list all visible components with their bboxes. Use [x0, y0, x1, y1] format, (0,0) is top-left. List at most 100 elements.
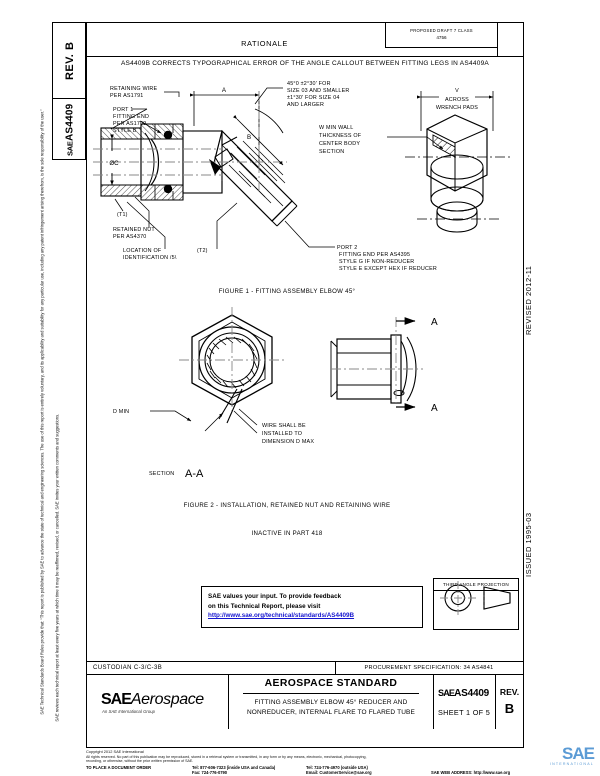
dim-a-label: A: [222, 87, 227, 94]
sae-aerospace-text: Aerospace: [130, 691, 204, 708]
callout-w-l1: W MIN WALL: [319, 125, 353, 131]
dimension-b: [233, 115, 284, 166]
callout-port2-l2: FITTING END PER AS4395: [339, 252, 410, 258]
callout-w-l4: SECTION: [319, 149, 344, 155]
callout-v-l1: V: [455, 88, 459, 94]
document-number-cell: SAEAS4409 SHEET 1 OF 5: [434, 675, 496, 729]
callout-port1-l1: PORT 1: [113, 107, 133, 113]
fax-number: Fax: 724-776-0790: [192, 770, 228, 776]
document-number: SAEAS4409: [438, 688, 489, 699]
callout-port2-l1: PORT 2: [337, 245, 357, 251]
third-angle-projection-symbol: [440, 581, 511, 615]
custodian-label: CUSTODIAN C-3/C-3B: [93, 665, 163, 671]
third-angle-projection-box: THIRD ANGLE PROJECTION: [433, 578, 519, 630]
issued-date: ISSUED 1995-03: [524, 430, 544, 660]
callout-angle-l1: 45°0 ±2°30' FOR: [287, 81, 331, 87]
callout-retained-nut-l1: RETAINED NUT: [113, 227, 155, 233]
section-value: A-A: [185, 468, 204, 480]
dia-c-label: ØC: [109, 160, 119, 167]
callout-angle-l4: AND LARGER: [287, 102, 324, 108]
dim-b-label: B: [247, 134, 251, 141]
web-address-url: http://www.sae.org: [473, 770, 511, 776]
feedback-box: SAE values your input. To provide feedba…: [201, 586, 423, 628]
callout-port1-l2: FITTING END: [113, 114, 149, 120]
form-code-line2: 4756: [436, 35, 447, 40]
callout-retaining-wire-l1: RETAINING WIRE: [110, 86, 158, 92]
form-code-box: PROPOSED DRAFT 7 CLASS 4756: [385, 23, 497, 48]
callout-retaining-wire-l2: PER AS1791: [110, 93, 143, 99]
feedback-link[interactable]: http://www.sae.org/technical/standards/A…: [208, 612, 355, 619]
sae-watermark-subtitle: INTERNATIONAL: [549, 762, 594, 766]
section-arrow-bottom: A: [431, 403, 438, 414]
revision-cell: REV. B: [496, 675, 523, 729]
document-number-value: AS4409: [454, 688, 490, 699]
revision-tab-label: REV.: [64, 53, 76, 81]
dimension-a: [190, 91, 260, 166]
order-label: TO PLACE A DOCUMENT ORDER: [86, 764, 152, 770]
revision-tab: REV. B: [52, 22, 86, 98]
standard-description-line-1: FITTING ASSEMBLY ELBOW 45° REDUCER AND: [254, 699, 408, 706]
callout-d-min: D MIN: [113, 409, 129, 415]
legal-notice-column: SAE Technical Standards Board Rules prov…: [30, 22, 59, 748]
callout-location-id-l2: IDENTIFICATION /5\: [123, 255, 177, 261]
title-rule: [243, 693, 419, 694]
end-view-hex: V ACROSS WRENCH PADS: [387, 88, 511, 233]
side-view: [330, 317, 423, 411]
callout-angle-l2: SIZE 03 AND SMALLER: [287, 88, 350, 94]
title-block: SAEAerospace An SAE International Group …: [87, 675, 523, 729]
figure-2-group: D MIN WIRE SHALL BE INSTALLED TO DIMENSI…: [113, 307, 438, 537]
date-column: REVISED 2012-11 ISSUED 1995-03: [524, 180, 544, 660]
sheet-number: SHEET 1 OF 5: [438, 708, 491, 717]
drawing-frame: RATIONALE PROPOSED DRAFT 7 CLASS 4756 AS…: [86, 22, 524, 748]
copyright-footer: Copyright 2012 SAE International All rig…: [86, 749, 524, 775]
callout-wire-note-l3: DIMENSION D MAX: [262, 439, 314, 445]
callout-t1: (T1): [117, 212, 128, 218]
section-label: SECTION: [149, 471, 174, 477]
custodian-row: CUSTODIAN C-3/C-3B PROCUREMENT SPECIFICA…: [87, 661, 523, 675]
callout-port1-l4: STYLE B: [113, 128, 137, 134]
callout-wire-note-l1: WIRE SHALL BE: [262, 423, 306, 429]
sae-watermark-text: SAE: [562, 744, 595, 763]
third-angle-projection-title: THIRD ANGLE PROJECTION: [434, 579, 518, 591]
callout-t2: (T2): [197, 248, 208, 254]
inactive-note: INACTIVE IN PART 418: [251, 530, 322, 537]
sae-logo-cell: SAEAerospace An SAE International Group: [87, 675, 229, 729]
email-address: Email: CustomerService@sae.org: [306, 770, 372, 776]
custodian-divider: [335, 662, 336, 674]
issued-date-text: ISSUED 1995-03: [524, 512, 533, 578]
callout-port2-l4: STYLE E EXCEPT HEX IF REDUCER: [339, 266, 437, 272]
callout-w-l2: THICKNESS OF: [319, 133, 362, 139]
center-body: [182, 129, 298, 227]
callout-v-l2: ACROSS: [445, 97, 469, 103]
figure-1-group: A: [93, 81, 511, 295]
legal-paragraph-1: SAE Technical Standards Board Rules prov…: [39, 109, 45, 715]
callout-retained-nut-l2: PER AS4370: [113, 234, 146, 240]
standard-type-title: AEROSPACE STANDARD: [264, 678, 398, 689]
rationale-title: RATIONALE: [241, 39, 288, 48]
feedback-line-2: on this Technical Report, please visit: [208, 602, 321, 610]
sae-logo: SAEAerospace: [101, 691, 204, 709]
figure1-leaders: [110, 87, 335, 249]
sae-logo-subtitle: An SAE International Group: [102, 709, 156, 714]
tel-outside-usa: Tel: 724-776-4970 (outside USA): [306, 764, 368, 770]
web-address-label: SAE WEB ADDRESS:: [431, 770, 473, 776]
revision-tab-text: REV. B: [53, 23, 87, 99]
rationale-header: RATIONALE PROPOSED DRAFT 7 CLASS 4756: [87, 23, 523, 57]
callout-angle-l3: ±1°30' FOR SIZE 04: [287, 95, 340, 101]
rationale-text: AS4409B CORRECTS TYPOGRAPHICAL ERROR OF …: [120, 60, 490, 67]
rights-line-2: recording, or otherwise, without the pri…: [86, 759, 194, 763]
standard-description: FITTING ASSEMBLY ELBOW 45° REDUCER AND N…: [229, 698, 433, 718]
standard-number-tab-value: AS4409: [64, 104, 76, 142]
revision-label: REV.: [499, 687, 520, 697]
tel-usa: Tel: 877-606-7323 (inside USA and Canada…: [192, 764, 276, 770]
drawing-canvas: A: [87, 71, 525, 611]
sae-mark: SAE: [65, 141, 75, 156]
dimension-dia-c: [106, 134, 118, 186]
revision-value: B: [504, 701, 515, 716]
callout-wire-note-l2: INSTALLED TO: [262, 431, 302, 437]
callout-port2-l3: STYLE G IF NON-REDUCER: [339, 259, 414, 265]
callout-location-id-l1: LOCATION OF: [123, 248, 162, 254]
procurement-spec-label: PROCUREMENT SPECIFICATION: 34 AS4841: [364, 665, 494, 671]
